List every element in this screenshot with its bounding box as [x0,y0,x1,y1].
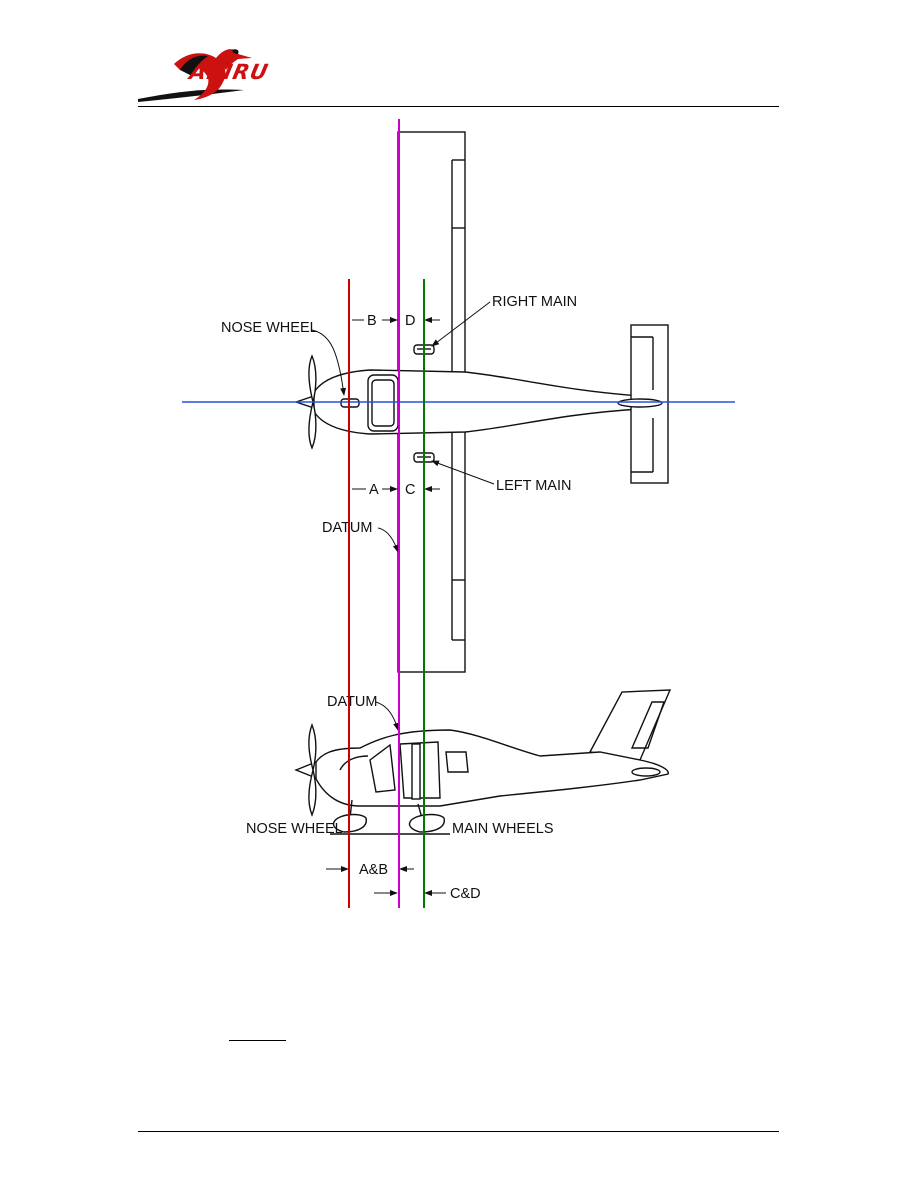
dim-d: D [405,313,415,329]
dim-ab: A&B [359,862,388,878]
dim-a: A [369,482,379,498]
label-nose-wheel-side: NOSE WHEEL [246,821,343,837]
side-view-annotations: DATUM NOSE WHEEL MAIN WHEELS A&B C&D [246,694,554,902]
dim-c: C [405,482,415,498]
label-right-main: RIGHT MAIN [492,294,577,310]
header-rule [138,106,779,107]
dim-b: B [367,313,377,329]
jabiru-bird-icon [138,49,252,102]
dim-cd: C&D [450,886,481,902]
label-left-main: LEFT MAIN [496,478,571,494]
text-underline-fragment [229,1040,286,1041]
top-view-annotations: NOSE WHEEL RIGHT MAIN LEFT MAIN DATUM B … [221,294,577,553]
label-datum-top: DATUM [322,520,372,536]
aircraft-side-view [294,689,672,835]
footer-rule [138,1131,779,1132]
label-main-wheels: MAIN WHEELS [452,821,554,837]
label-datum-side: DATUM [327,694,377,710]
label-nose-wheel-top: NOSE WHEEL [221,320,318,336]
jabiru-logo [134,44,314,106]
